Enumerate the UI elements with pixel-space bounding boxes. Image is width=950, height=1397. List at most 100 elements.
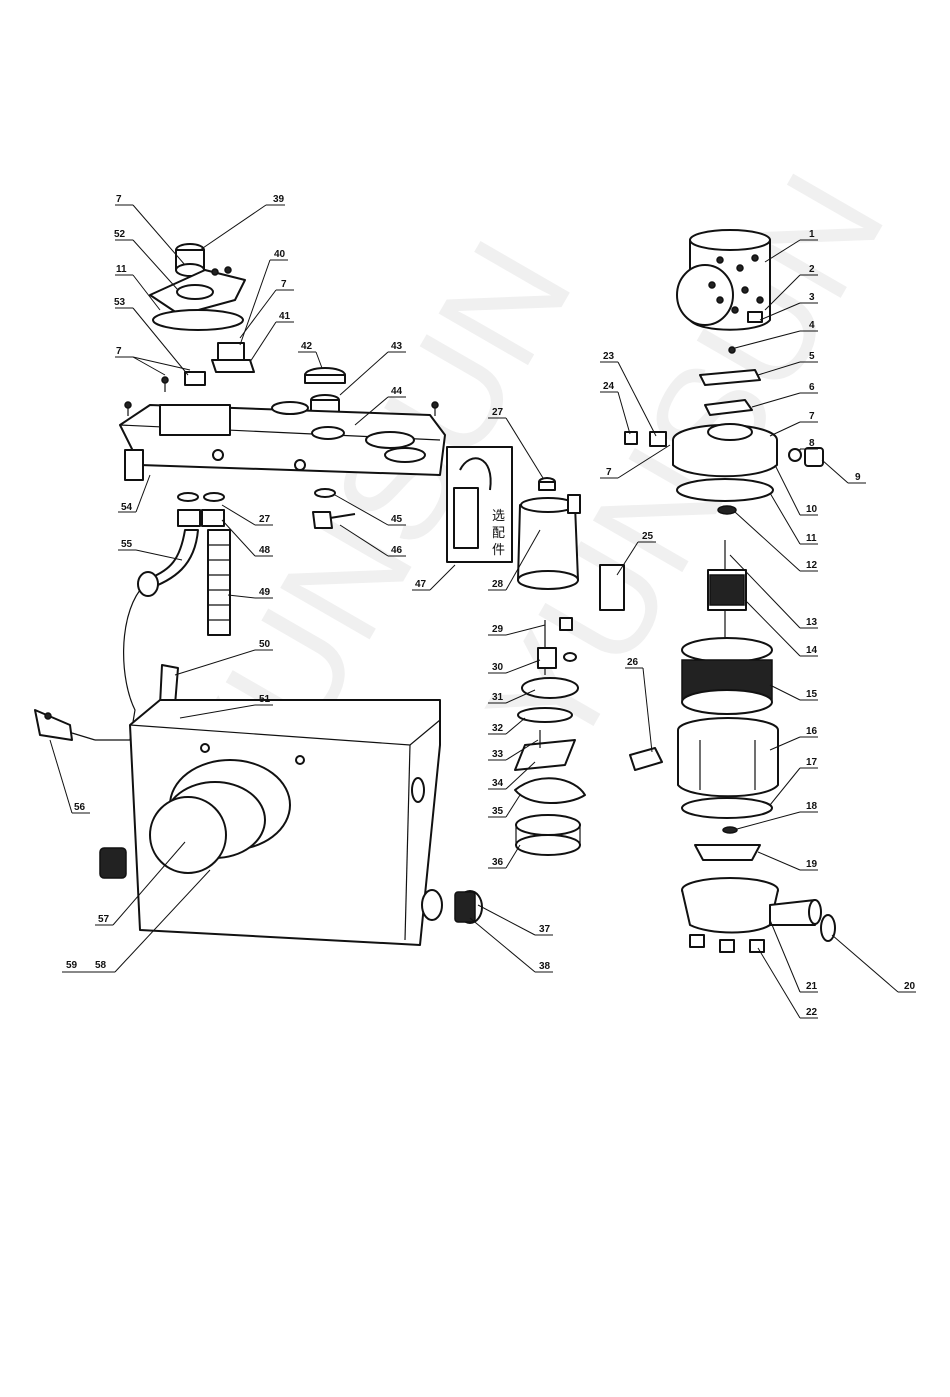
callout-7: 7 — [281, 279, 287, 290]
callout-17: 17 — [806, 757, 818, 768]
callout-6: 6 — [809, 382, 815, 393]
callout-8: 8 — [809, 438, 815, 449]
part-57-cover — [150, 797, 226, 873]
part-28-float — [518, 495, 580, 589]
part-49-hose — [208, 530, 230, 635]
parts-27-48-couplings — [178, 493, 224, 526]
callout-12: 12 — [806, 560, 818, 571]
callout-58: 58 — [95, 960, 107, 971]
callout-34: 34 — [492, 778, 504, 789]
callout-10: 10 — [806, 504, 818, 515]
part-21-pump-body — [682, 878, 821, 933]
part-40-41-bracket — [212, 343, 254, 372]
callout-41: 41 — [279, 311, 291, 322]
callout-42: 42 — [301, 341, 313, 352]
callout-28: 28 — [492, 579, 504, 590]
part-53-clip — [185, 372, 205, 385]
callout-27: 27 — [492, 407, 504, 418]
part-12-bearing — [718, 506, 736, 514]
part-10-housing — [673, 424, 777, 476]
callout-32: 32 — [492, 723, 504, 734]
svg-text:件: 件 — [492, 543, 505, 558]
part-38-coupling — [455, 892, 475, 922]
callout-30: 30 — [492, 662, 504, 673]
callout-26: 26 — [627, 657, 639, 668]
callout-19: 19 — [806, 859, 818, 870]
callout-54: 54 — [121, 502, 133, 513]
callout-57: 57 — [98, 914, 110, 925]
callout-48: 48 — [259, 545, 271, 556]
callout-11: 11 — [806, 533, 817, 544]
callout-43: 43 — [391, 341, 403, 352]
part-34-plate — [515, 740, 575, 770]
part-25-sleeve — [600, 565, 624, 610]
callout-3: 3 — [809, 292, 815, 303]
callout-52: 52 — [114, 229, 126, 240]
callout-38: 38 — [539, 961, 551, 972]
callout-2: 2 — [809, 264, 815, 275]
part-32-oring — [518, 708, 572, 722]
callout-27: 27 — [259, 514, 271, 525]
callout-16: 16 — [806, 726, 818, 737]
part-35-clamp — [515, 778, 585, 803]
callout-7: 7 — [116, 346, 122, 357]
callout-36: 36 — [492, 857, 504, 868]
callout-39: 39 — [273, 194, 285, 205]
callout-55: 55 — [121, 539, 133, 550]
part-51-tank — [100, 700, 442, 945]
callout-13: 13 — [806, 617, 818, 628]
svg-text:配: 配 — [492, 526, 505, 541]
part-11-gasket-right — [677, 479, 773, 501]
part-45-disc — [315, 489, 335, 497]
callout-53: 53 — [114, 297, 126, 308]
callout-7: 7 — [116, 194, 122, 205]
callout-1: 1 — [809, 229, 815, 240]
part-19-impeller — [695, 845, 760, 860]
part-16-housing — [678, 718, 778, 796]
svg-text:选: 选 — [492, 509, 505, 524]
callout-9: 9 — [855, 472, 861, 483]
part-15-stator — [682, 638, 772, 714]
callout-40: 40 — [274, 249, 286, 260]
callout-7: 7 — [606, 467, 612, 478]
callout-4: 4 — [809, 320, 815, 331]
callout-35: 35 — [492, 806, 504, 817]
callout-50: 50 — [259, 639, 271, 650]
callout-24: 24 — [603, 381, 615, 392]
part-46-check — [313, 512, 332, 528]
part-56-plug — [35, 710, 95, 740]
part-11-gasket — [153, 310, 243, 330]
part-44-lid — [120, 402, 445, 475]
part-20-oring — [821, 915, 835, 941]
callout-11: 11 — [116, 264, 127, 275]
callout-31: 31 — [492, 692, 504, 703]
callout-18: 18 — [806, 801, 818, 812]
callout-5: 5 — [809, 351, 815, 362]
callout-45: 45 — [391, 514, 403, 525]
callout-21: 21 — [806, 981, 818, 992]
callout-49: 49 — [259, 587, 271, 598]
part-31-diaphragm — [522, 678, 578, 698]
callout-47: 47 — [415, 579, 427, 590]
callout-23: 23 — [603, 351, 615, 362]
callout-44: 44 — [391, 386, 403, 397]
callout-46: 46 — [391, 545, 403, 556]
callout-33: 33 — [492, 749, 504, 760]
part-26-switch — [630, 748, 662, 770]
power-cable — [95, 590, 140, 740]
callout-22: 22 — [806, 1007, 818, 1018]
part-47-optional-box: 选 配 件 — [447, 447, 512, 562]
part-54-fitting — [125, 450, 143, 480]
part-17-gasket — [682, 798, 772, 818]
callout-7: 7 — [809, 411, 815, 422]
callout-37: 37 — [539, 924, 551, 935]
callout-51: 51 — [259, 694, 271, 705]
part-36-ring — [516, 815, 580, 855]
callout-14: 14 — [806, 645, 818, 656]
callout-25: 25 — [642, 531, 654, 542]
callout-29: 29 — [492, 624, 504, 635]
callout-56: 56 — [74, 802, 86, 813]
callout-15: 15 — [806, 689, 818, 700]
callout-59: 59 — [66, 960, 78, 971]
